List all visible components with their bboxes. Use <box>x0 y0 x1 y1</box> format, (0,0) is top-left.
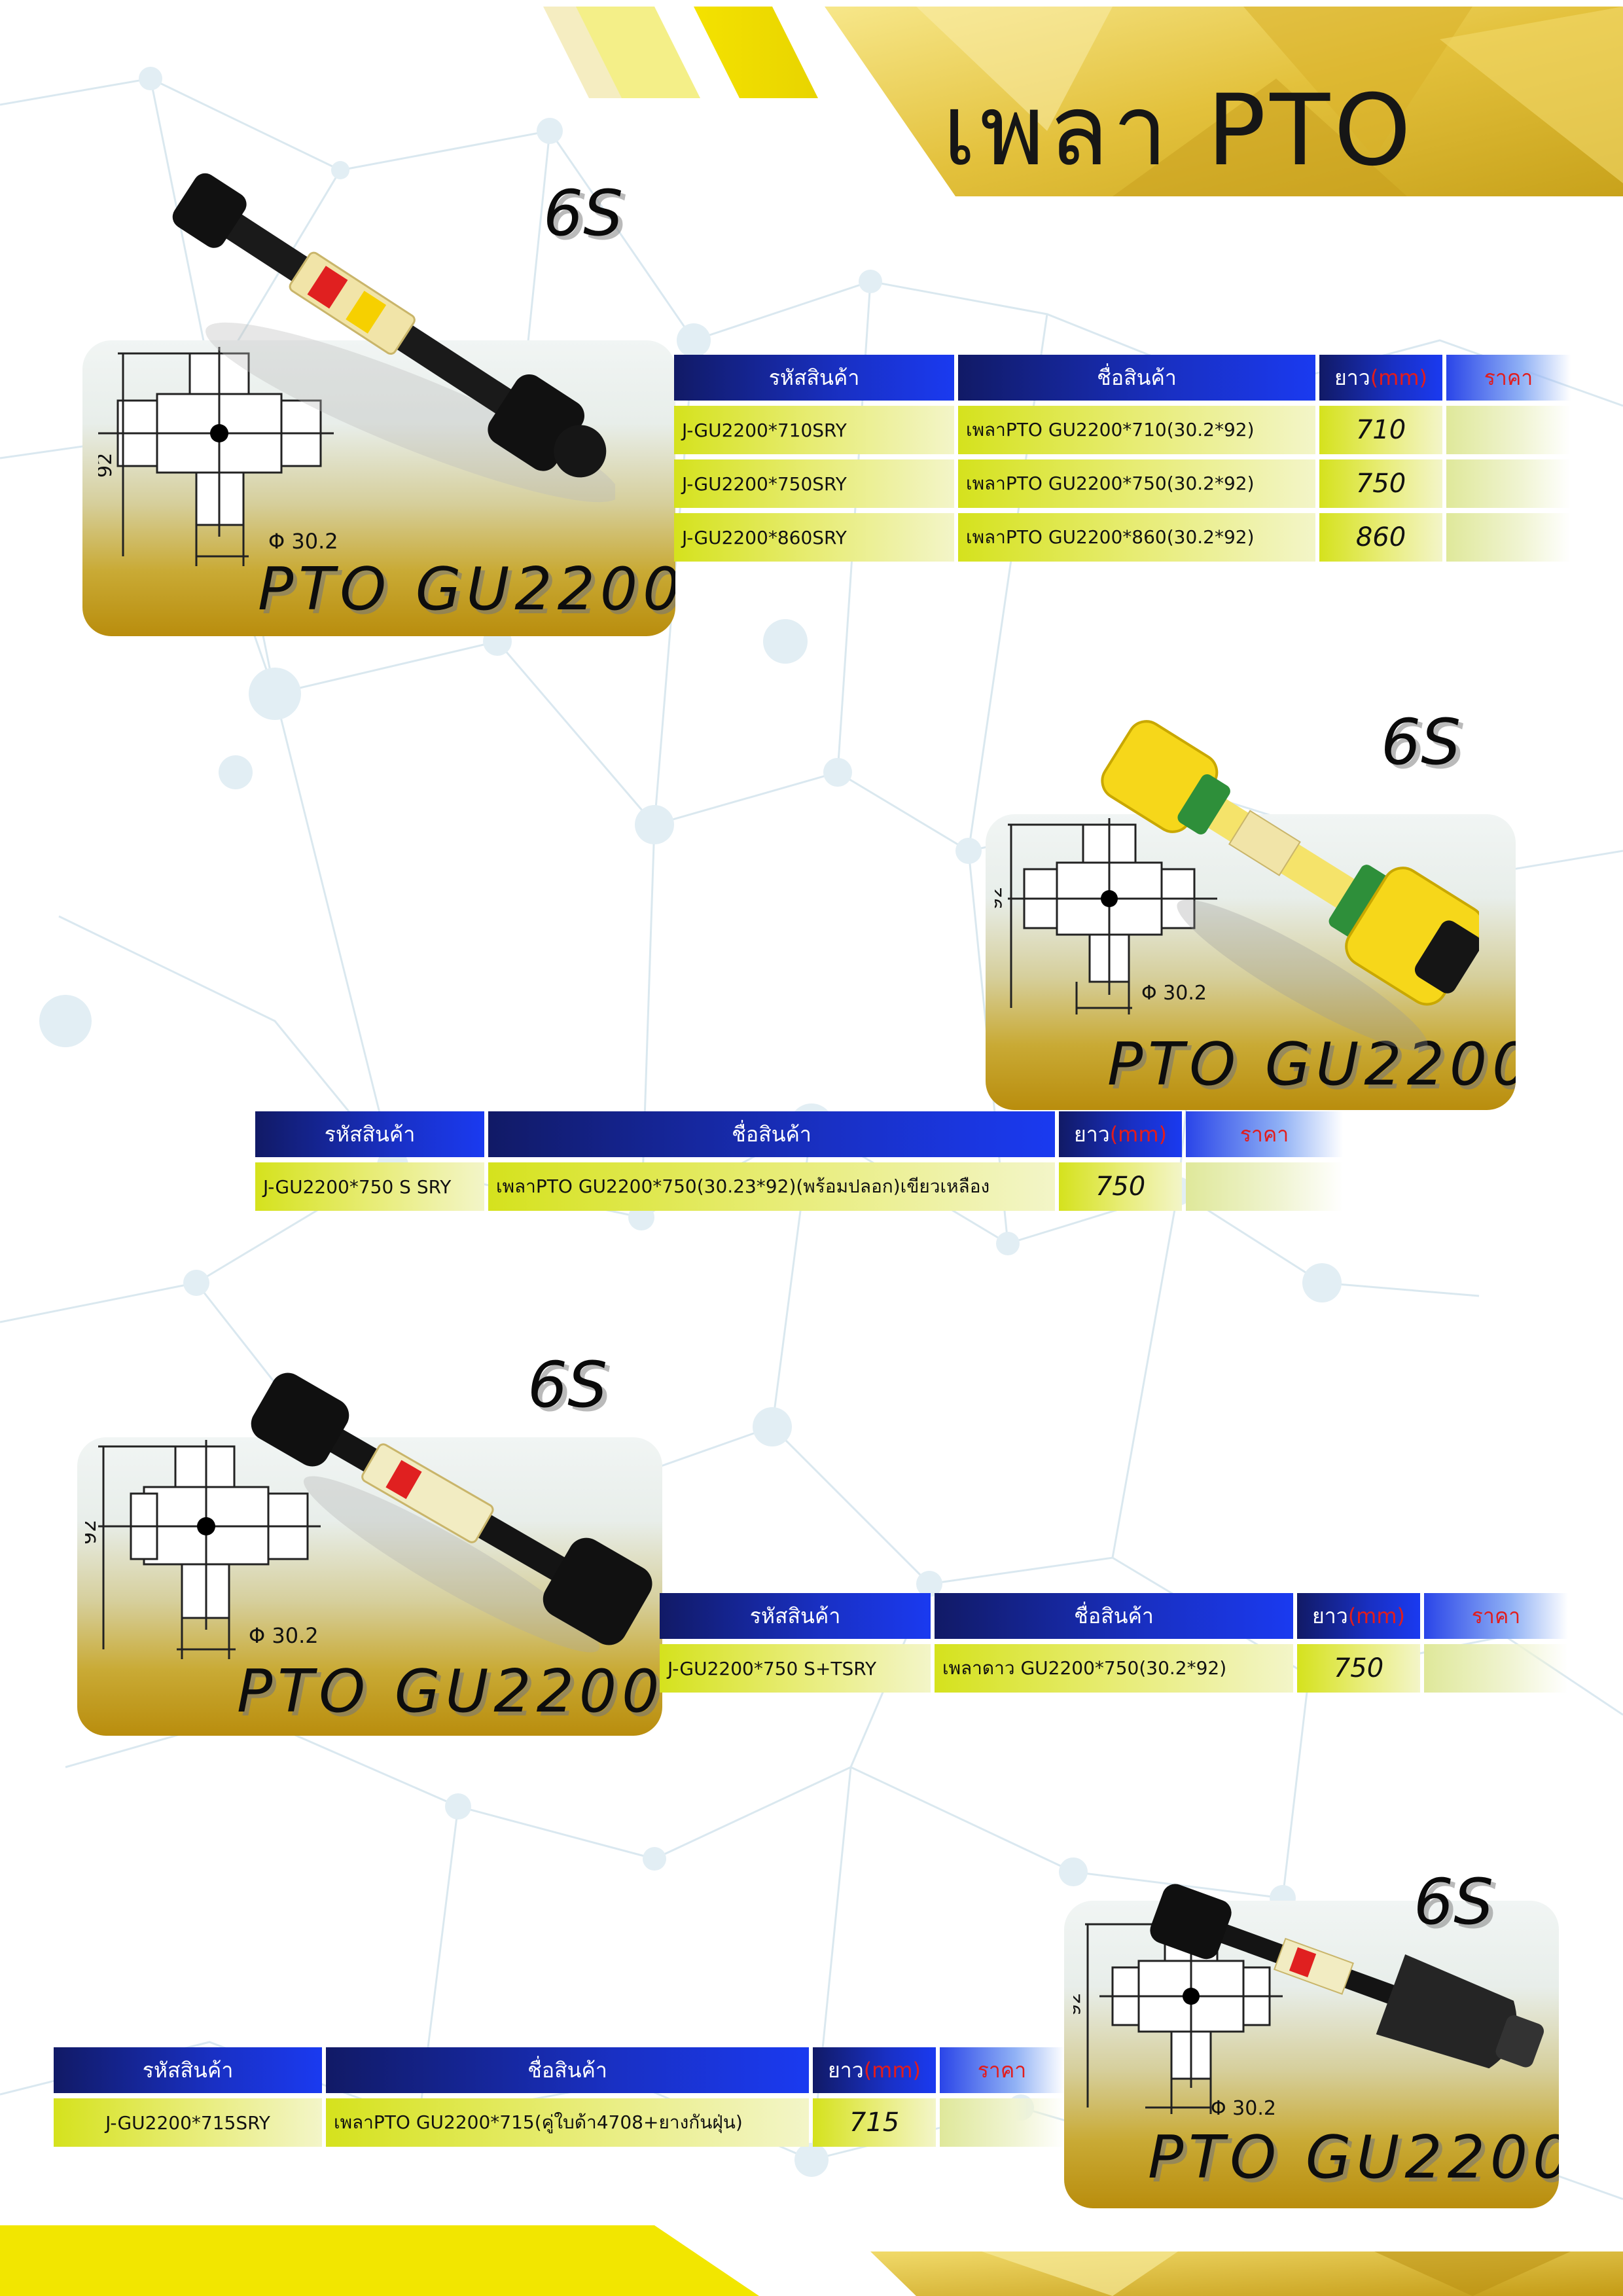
table-row: J-GU2200*860SRY เพลาPTO GU2200*860(30.2*… <box>674 513 1571 562</box>
series-mark: 6S <box>527 1348 608 1422</box>
dim-diameter-symbol: Φ <box>1141 982 1157 1005</box>
dim-diameter-value: 30.2 <box>1163 982 1207 1005</box>
cell-length: 750 <box>1297 1644 1420 1693</box>
header-price: ราคา <box>1424 1593 1568 1639</box>
dim-height-text: 92 <box>98 453 116 478</box>
header-name: ชื่อสินค้า <box>488 1111 1055 1157</box>
product-card-1: PTO GU2200 <box>82 340 675 636</box>
header-length-label: ยาว <box>1074 1121 1110 1147</box>
header-price: ราคา <box>940 2047 1064 2093</box>
table-header-row: รหัสสินค้า ชื่อสินค้า ยาว(mm) ราคา <box>255 1111 1343 1157</box>
table-row: J-GU2200*715SRY เพลาPTO GU2200*715(คู่ใบ… <box>54 2098 1064 2147</box>
card-label: PTO GU2200 <box>1107 1030 1516 1099</box>
spec-table-4: รหัสสินค้า ชื่อสินค้า ยาว(mm) ราคา J-GU2… <box>50 2042 1068 2152</box>
header-code: รหัสสินค้า <box>674 355 954 401</box>
cell-length: 715 <box>813 2098 936 2147</box>
cross-joint-diagram: 92 <box>85 1440 321 1659</box>
pto-shaft-image-1 <box>172 173 615 503</box>
series-mark: 6S <box>543 177 624 250</box>
cell-length: 750 <box>1319 459 1442 508</box>
cell-name: เพลาPTO GU2200*860(30.2*92) <box>958 513 1315 562</box>
dim-diameter-value: 30.2 <box>291 529 338 554</box>
header-length: ยาว(mm) <box>1059 1111 1182 1157</box>
header-length: ยาว(mm) <box>1319 355 1442 401</box>
dim-diameter: Φ 30.2 <box>1211 2097 1276 2120</box>
header-length-unit: (mm) <box>1347 1603 1405 1628</box>
header-code: รหัสสินค้า <box>660 1593 931 1639</box>
table-row: J-GU2200*750 S+TSRY เพลาดาว GU2200*750(3… <box>660 1644 1568 1693</box>
card-label: PTO GU2200 <box>258 555 675 624</box>
dim-diameter-symbol: Φ <box>1211 2097 1226 2120</box>
card-label: PTO GU2200 <box>1148 2123 1559 2192</box>
cell-name: เพลาดาว GU2200*750(30.2*92) <box>935 1644 1293 1693</box>
spec-table-2: รหัสสินค้า ชื่อสินค้า ยาว(mm) ราคา J-GU2… <box>251 1106 1347 1216</box>
cell-price <box>1186 1162 1343 1211</box>
cell-code: J-GU2200*750 S SRY <box>255 1162 484 1211</box>
dim-diameter: Φ 30.2 <box>249 1623 319 1648</box>
cell-length: 750 <box>1059 1162 1182 1211</box>
cell-name: เพลาPTO GU2200*710(30.2*92) <box>958 406 1315 454</box>
spec-table-3: รหัสสินค้า ชื่อสินค้า ยาว(mm) ราคา J-GU2… <box>656 1588 1572 1698</box>
dim-diameter-value: 30.2 <box>272 1623 319 1648</box>
dim-height-text: 92 <box>1073 1992 1084 2016</box>
footer-banner <box>0 2225 1623 2296</box>
spec-table-1: รหัสสินค้า ชื่อสินค้า ยาว(mm) ราคา J-GU2… <box>670 350 1575 567</box>
dim-height-text: 92 <box>85 1520 101 1545</box>
dim-diameter: Φ 30.2 <box>268 529 338 554</box>
table-header-row: รหัสสินค้า ชื่อสินค้า ยาว(mm) ราคา <box>674 355 1571 401</box>
cell-price <box>1446 513 1571 562</box>
header-price: ราคา <box>1186 1111 1343 1157</box>
cell-code: J-GU2200*750SRY <box>674 459 954 508</box>
cell-length: 860 <box>1319 513 1442 562</box>
cell-code: J-GU2200*715SRY <box>54 2098 322 2147</box>
header-name: ชื่อสินค้า <box>958 355 1315 401</box>
header-length-unit: (mm) <box>1370 365 1427 390</box>
product-card-3: PTO GU2200 <box>77 1437 662 1736</box>
table-row: J-GU2200*710SRY เพลาPTO GU2200*710(30.2*… <box>674 406 1571 454</box>
dim-diameter-symbol: Φ <box>268 529 285 554</box>
header-length-label: ยาว <box>1312 1603 1348 1628</box>
header-code: รหัสสินค้า <box>54 2047 322 2093</box>
cell-name: เพลาPTO GU2200*715(คู่ใบด้า4708+ยางกันฝุ… <box>326 2098 809 2147</box>
pto-shaft-image-3 <box>251 1372 652 1653</box>
dim-diameter: Φ 30.2 <box>1141 982 1207 1005</box>
series-mark: 6S <box>1414 1865 1494 1939</box>
dim-diameter-symbol: Φ <box>249 1623 266 1648</box>
series-mark: 6S <box>1381 706 1461 779</box>
card-label: PTO GU2200 <box>237 1657 662 1726</box>
cell-code: J-GU2200*710SRY <box>674 406 954 454</box>
dim-diameter-value: 30.2 <box>1232 2097 1276 2120</box>
header-length-unit: (mm) <box>863 2057 921 2083</box>
page-title: เพลา PTO <box>942 74 1416 188</box>
cell-name: เพลาPTO GU2200*750(30.2*92) <box>958 459 1315 508</box>
cell-price <box>940 2098 1064 2147</box>
header-length: ยาว(mm) <box>813 2047 936 2093</box>
dim-height-text: 92 <box>995 886 1006 910</box>
header-length-label: ยาว <box>828 2057 864 2083</box>
header-code: รหัสสินค้า <box>255 1111 484 1157</box>
cell-name: เพลาPTO GU2200*750(30.23*92)(พร้อมปลอก)เ… <box>488 1162 1055 1211</box>
pto-shaft-image-4 <box>1150 1884 1544 2069</box>
cross-joint-diagram: 92 <box>995 818 1217 1014</box>
table-header-row: รหัสสินค้า ชื่อสินค้า ยาว(mm) ราคา <box>660 1593 1568 1639</box>
header-length: ยาว(mm) <box>1297 1593 1420 1639</box>
cell-price <box>1424 1644 1568 1693</box>
header-name: ชื่อสินค้า <box>935 1593 1293 1639</box>
cell-price <box>1446 406 1571 454</box>
header-length-label: ยาว <box>1334 365 1370 390</box>
header-price: ราคา <box>1446 355 1571 401</box>
cell-code: J-GU2200*860SRY <box>674 513 954 562</box>
header-length-unit: (mm) <box>1109 1121 1167 1147</box>
table-row: J-GU2200*750SRY เพลาPTO GU2200*750(30.2*… <box>674 459 1571 508</box>
table-row: J-GU2200*750 S SRY เพลาPTO GU2200*750(30… <box>255 1162 1343 1211</box>
cell-price <box>1446 459 1571 508</box>
cell-code: J-GU2200*750 S+TSRY <box>660 1644 931 1693</box>
cross-joint-diagram: 92 <box>98 347 334 566</box>
cell-length: 710 <box>1319 406 1442 454</box>
header-name: ชื่อสินค้า <box>326 2047 809 2093</box>
pto-shaft-image-2 <box>1101 720 1479 1051</box>
header-gold-banner <box>543 7 1623 196</box>
table-header-row: รหัสสินค้า ชื่อสินค้า ยาว(mm) ราคา <box>54 2047 1064 2093</box>
